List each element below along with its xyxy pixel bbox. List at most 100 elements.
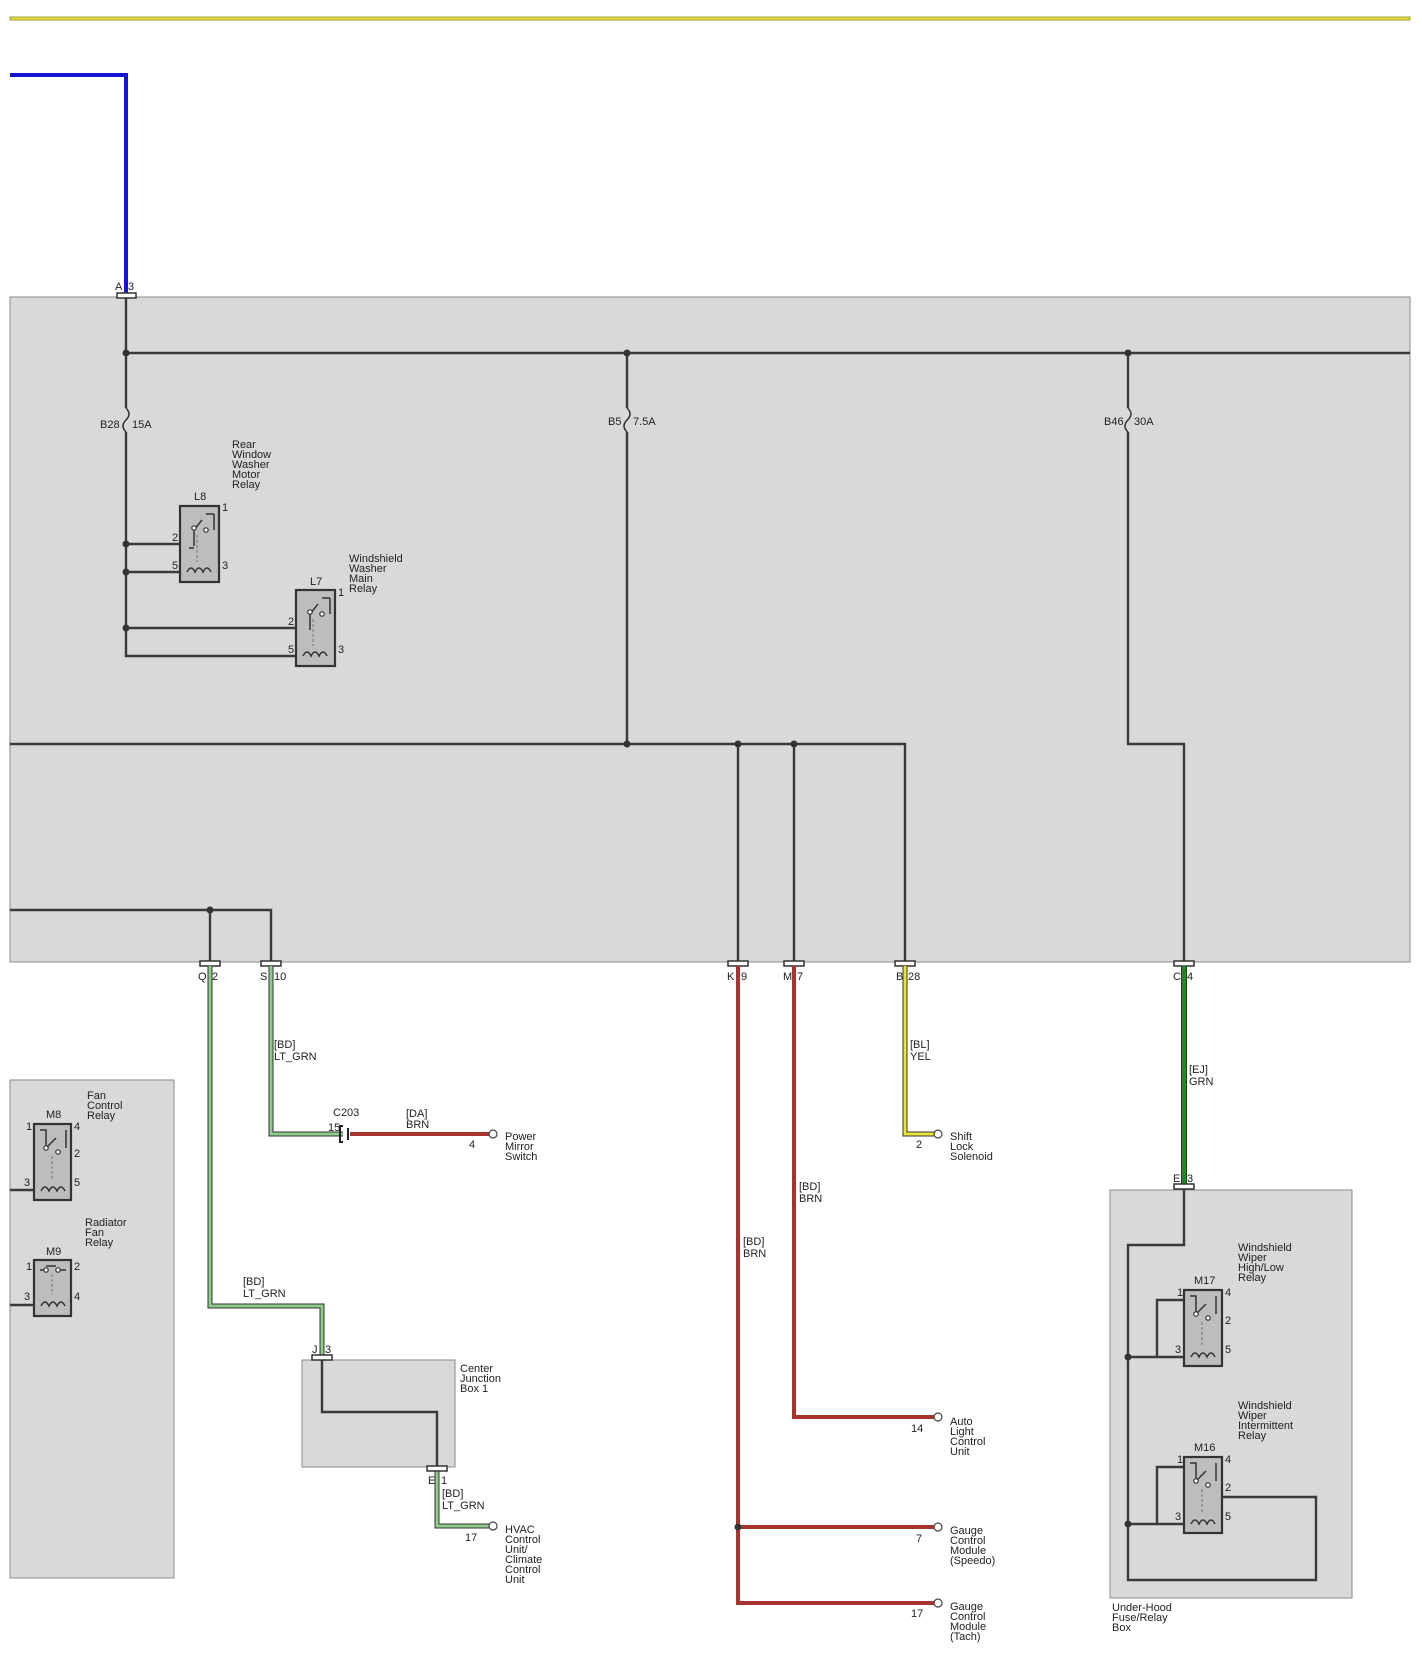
wire-label-q2: [BD] LT_GRN bbox=[243, 1276, 286, 1300]
center-junction-box-panel bbox=[301, 1359, 456, 1468]
connector-e1-letter: E bbox=[428, 1475, 435, 1487]
svg-text:Control: Control bbox=[950, 1436, 985, 1448]
svg-text:(Tach): (Tach) bbox=[950, 1631, 981, 1643]
connector-s10-pin: 10 bbox=[274, 971, 286, 983]
relay-l8-name-2: Window bbox=[232, 449, 271, 461]
svg-text:2: 2 bbox=[916, 1139, 922, 1151]
svg-text:[BD]: [BD] bbox=[799, 1181, 820, 1193]
relay-m17-pin-3: 3 bbox=[1175, 1344, 1181, 1356]
svg-text:[BD]: [BD] bbox=[274, 1039, 295, 1051]
svg-text:[BD]: [BD] bbox=[442, 1488, 463, 1500]
svg-text:YEL: YEL bbox=[910, 1051, 931, 1063]
svg-text:7: 7 bbox=[916, 1533, 922, 1545]
relay-m17-pin-1: 1 bbox=[1177, 1287, 1183, 1299]
relay-l8-name-4: Motor bbox=[232, 469, 260, 481]
svg-text:[BL]: [BL] bbox=[910, 1039, 930, 1051]
connector-e1-pin: 1 bbox=[441, 1475, 447, 1487]
connector-j3-pin: 3 bbox=[325, 1344, 331, 1356]
component-gauge-speedo: 7 Gauge Control Module (Speedo) bbox=[916, 1525, 995, 1567]
svg-text:[DA]: [DA] bbox=[406, 1108, 427, 1120]
relay-l7-name-2: Washer bbox=[349, 563, 387, 575]
wire-label-s10: [BD] LT_GRN bbox=[274, 1039, 317, 1063]
svg-text:BRN: BRN bbox=[799, 1193, 822, 1205]
connector-c4-letter: C bbox=[1173, 971, 1181, 983]
svg-text:Center: Center bbox=[460, 1363, 493, 1375]
svg-text:Relay: Relay bbox=[85, 1237, 114, 1249]
fuse-b46-rating: 30A bbox=[1134, 416, 1154, 428]
svg-text:Control: Control bbox=[87, 1100, 122, 1112]
fuse-b28-id: B28 bbox=[100, 419, 120, 431]
relay-l7-pin-2: 2 bbox=[288, 616, 294, 628]
svg-text:Windshield: Windshield bbox=[1238, 1400, 1292, 1412]
svg-text:Climate: Climate bbox=[505, 1554, 542, 1566]
relay-l8-name-5: Relay bbox=[232, 479, 261, 491]
fuse-b28-rating: 15A bbox=[132, 419, 152, 431]
relay-m16: M16 1 4 2 3 5 Windshield Wiper Intermitt… bbox=[1175, 1400, 1293, 1535]
relay-m9-pin-4: 4 bbox=[74, 1291, 80, 1303]
relay-m17-pin-5: 5 bbox=[1225, 1344, 1231, 1356]
svg-text:Fan: Fan bbox=[87, 1090, 106, 1102]
relay-m8-pin-1: 1 bbox=[26, 1121, 32, 1133]
wire-label-b28: [BL] YEL bbox=[910, 1039, 931, 1063]
svg-text:BRN: BRN bbox=[406, 1119, 429, 1131]
svg-text:Unit: Unit bbox=[505, 1574, 525, 1586]
relay-m8-pin-5: 5 bbox=[74, 1177, 80, 1189]
relay-l7: L7 1 2 5 3 Windshield Washer Main Relay bbox=[288, 553, 403, 668]
relay-m9: M9 1 2 3 4 Radiator Fan Relay bbox=[10, 1217, 127, 1318]
svg-text:Module: Module bbox=[950, 1545, 986, 1557]
component-gauge-tach: 17 Gauge Control Module (Tach) bbox=[911, 1601, 986, 1643]
component-auto-light-control-unit: 14 Auto Light Control Unit bbox=[911, 1416, 985, 1458]
svg-text:[BD]: [BD] bbox=[243, 1276, 264, 1288]
relay-m9-pin-3: 3 bbox=[24, 1291, 30, 1303]
connector-a3-pin: 3 bbox=[128, 281, 134, 293]
svg-text:Relay: Relay bbox=[1238, 1430, 1267, 1442]
wire-label-c4: [EJ] GRN bbox=[1189, 1064, 1214, 1088]
svg-text:Control: Control bbox=[505, 1534, 540, 1546]
fuse-b28: B28 15A bbox=[100, 407, 152, 433]
relay-m9-pin-1: 1 bbox=[26, 1261, 32, 1273]
svg-text:Shift: Shift bbox=[950, 1131, 972, 1143]
blue-feed-wire bbox=[10, 73, 128, 295]
relay-l7-name-3: Main bbox=[349, 573, 373, 585]
relay-l7-pin-1: 1 bbox=[338, 587, 344, 599]
connector-k9-pin: 9 bbox=[741, 971, 747, 983]
svg-text:BRN: BRN bbox=[743, 1248, 766, 1260]
terminal-endpoints bbox=[488, 1129, 943, 1608]
svg-text:Control: Control bbox=[950, 1611, 985, 1623]
svg-text:Auto: Auto bbox=[950, 1416, 973, 1428]
svg-text:Box: Box bbox=[1112, 1622, 1131, 1634]
center-junction-box: J 3 E 1 Center Junction Box 1 bbox=[311, 1344, 501, 1487]
relay-m16-id: M16 bbox=[1194, 1442, 1215, 1454]
connector-c203-pin: 15 bbox=[328, 1122, 340, 1134]
fuse-b46: B46 30A bbox=[1104, 407, 1154, 433]
svg-text:[BD]: [BD] bbox=[743, 1236, 764, 1248]
relay-m8: M8 1 4 2 3 5 Fan Control Relay bbox=[10, 1090, 122, 1202]
relay-m16-pin-1: 1 bbox=[1177, 1454, 1183, 1466]
relay-m17-id: M17 bbox=[1194, 1275, 1215, 1287]
relay-m8-pin-4: 4 bbox=[74, 1121, 80, 1133]
svg-text:Under-Hood: Under-Hood bbox=[1112, 1602, 1172, 1614]
connector-m7-letter: M bbox=[783, 971, 792, 983]
svg-text:Wiper: Wiper bbox=[1238, 1252, 1267, 1264]
splice-dots bbox=[122, 349, 1132, 914]
relay-l8-id: L8 bbox=[194, 491, 206, 503]
svg-text:Unit/: Unit/ bbox=[505, 1544, 529, 1556]
relay-l7-name-4: Relay bbox=[349, 583, 378, 595]
relay-m8-id: M8 bbox=[46, 1109, 61, 1121]
relay-l7-pin-3: 3 bbox=[338, 644, 344, 656]
connector-c203: C203 15 bbox=[328, 1107, 359, 1143]
connector-c203-name: C203 bbox=[333, 1107, 359, 1119]
svg-text:[EJ]: [EJ] bbox=[1189, 1064, 1208, 1076]
relay-l8-pin-5: 5 bbox=[172, 560, 178, 572]
svg-text:Mirror: Mirror bbox=[505, 1141, 534, 1153]
fuse-b5: B5 7.5A bbox=[608, 407, 656, 433]
relay-m16-pin-4: 4 bbox=[1225, 1454, 1231, 1466]
relay-m16-pin-3: 3 bbox=[1175, 1511, 1181, 1523]
relay-m16-pin-5: 5 bbox=[1225, 1511, 1231, 1523]
connector-b28: B 28 bbox=[894, 960, 920, 983]
svg-text:Radiator: Radiator bbox=[85, 1217, 127, 1229]
connector-k9-letter: K bbox=[727, 971, 735, 983]
relay-l8-name-3: Washer bbox=[232, 459, 270, 471]
svg-text:LT_GRN: LT_GRN bbox=[442, 1500, 485, 1512]
